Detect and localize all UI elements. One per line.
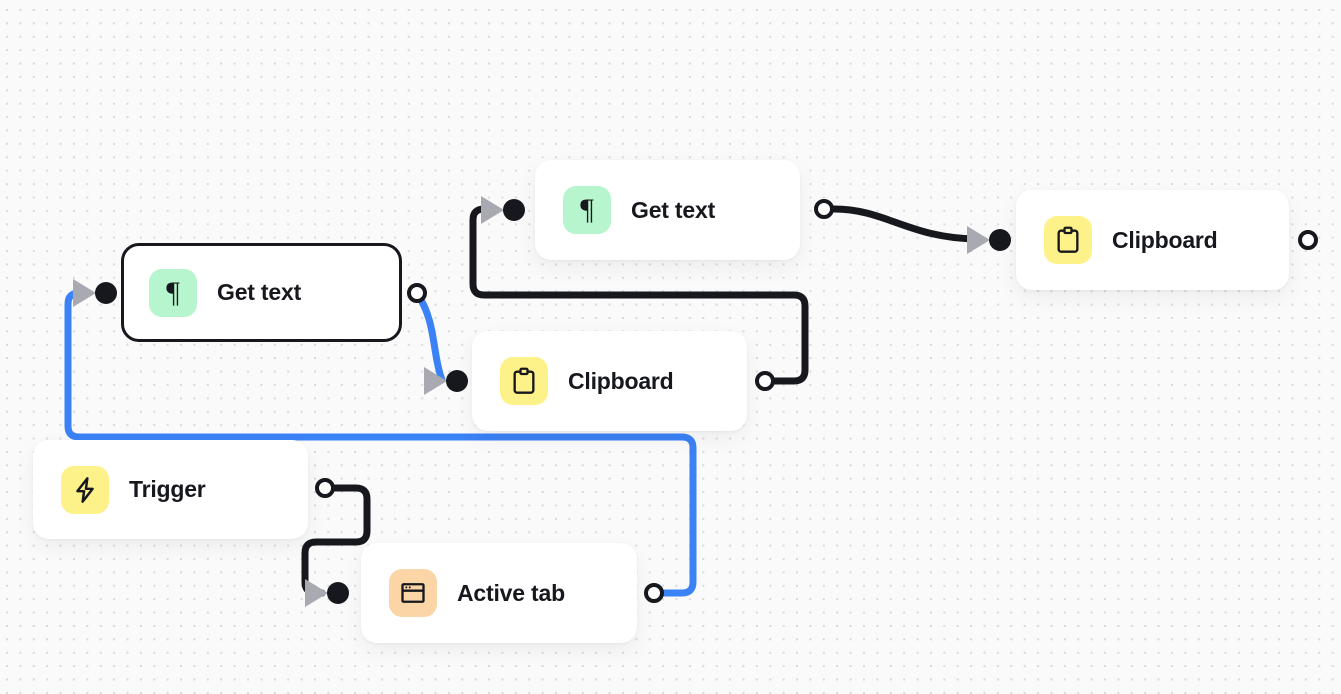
edge[interactable] — [830, 205, 981, 243]
port-input-clipboard-2[interactable] — [967, 226, 1011, 254]
node-get-text-2[interactable]: ¶ Get text — [535, 160, 800, 260]
port-output-active-tab-1[interactable] — [644, 583, 664, 603]
node-label: Clipboard — [1112, 226, 1218, 253]
browser-window-icon — [401, 583, 425, 603]
port-input-clipboard-1[interactable] — [424, 367, 468, 395]
node-icon-badge — [389, 569, 437, 617]
port-input-active-tab-1[interactable] — [305, 579, 349, 607]
port-input-get-text-1[interactable] — [73, 279, 117, 307]
clipboard-icon — [513, 367, 535, 394]
port-arrow-icon — [73, 279, 96, 307]
node-label: Clipboard — [568, 367, 674, 394]
node-icon-badge — [61, 465, 109, 514]
node-icon-badge — [500, 357, 548, 405]
node-label: Active tab — [457, 579, 565, 606]
port-arrow-icon — [424, 367, 447, 395]
pilcrow-icon: ¶ — [166, 275, 180, 309]
node-label: Get text — [631, 196, 716, 223]
port-dot-icon — [95, 282, 117, 304]
port-output-trigger-1[interactable] — [315, 478, 335, 498]
node-get-text-1[interactable]: ¶ Get text — [121, 243, 402, 342]
clipboard-icon — [1057, 226, 1079, 253]
port-arrow-icon — [481, 196, 504, 224]
port-output-get-text-1[interactable] — [407, 283, 427, 303]
port-arrow-icon — [305, 579, 328, 607]
port-output-clipboard-1[interactable] — [755, 371, 775, 391]
edge[interactable] — [301, 484, 371, 597]
node-clipboard-2[interactable]: Clipboard — [1016, 190, 1289, 290]
port-dot-icon — [503, 199, 525, 221]
node-label: Trigger — [129, 476, 206, 502]
node-icon-badge — [1044, 216, 1092, 264]
node-icon-badge: ¶ — [149, 268, 197, 317]
port-dot-icon — [446, 370, 468, 392]
port-dot-icon — [327, 582, 349, 604]
lightning-bolt-icon — [76, 476, 94, 503]
node-label: Get text — [217, 279, 302, 305]
port-input-get-text-2[interactable] — [481, 196, 525, 224]
port-dot-icon — [989, 229, 1011, 251]
pilcrow-icon: ¶ — [580, 193, 594, 226]
port-arrow-icon — [967, 226, 990, 254]
port-output-clipboard-2[interactable] — [1298, 230, 1318, 250]
port-output-get-text-2[interactable] — [814, 199, 834, 219]
node-icon-badge: ¶ — [563, 186, 611, 234]
node-trigger-1[interactable]: Trigger — [33, 440, 308, 539]
node-clipboard-1[interactable]: Clipboard — [472, 331, 747, 431]
node-active-tab-1[interactable]: Active tab — [361, 543, 637, 643]
